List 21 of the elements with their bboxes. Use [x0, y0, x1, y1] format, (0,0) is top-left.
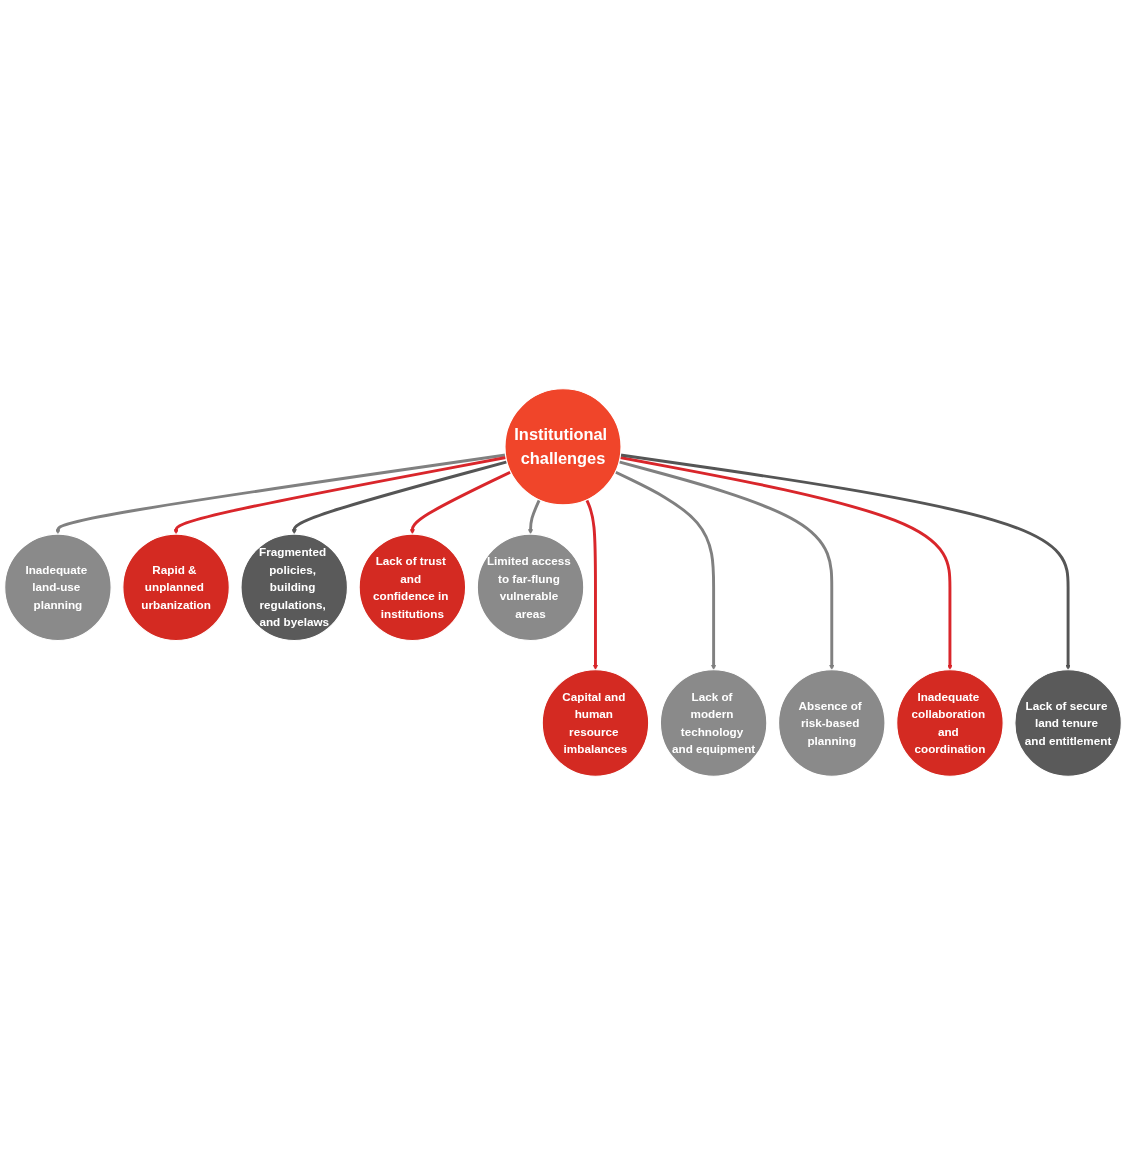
- node-circle: Lack of trust and confidence in institutions: [358, 533, 467, 642]
- arrow: [620, 453, 1071, 670]
- node-circle: Fragmented policies, building regulations, and byelaws: [240, 533, 349, 642]
- node-circle: Institutional challenges: [504, 388, 622, 506]
- arrow: [527, 499, 541, 535]
- node-circle: Lack of modern technology and equipment: [659, 669, 768, 777]
- node-circle: Limited access to far-flung vulnerable areas: [476, 533, 585, 642]
- arrow: [618, 460, 835, 670]
- node-circle: Capital and human resource imbalances: [541, 669, 650, 777]
- node-circle: Inadequate collaboration and coordination: [896, 669, 1004, 777]
- node-circle: Inadequate land-use planning: [4, 533, 112, 642]
- node-circle: Absence of risk-based planning: [777, 669, 886, 777]
- arrow: [409, 470, 512, 535]
- node-circle: Lack of secure land tenure and entitlement: [1014, 669, 1122, 777]
- arrow: [619, 456, 953, 670]
- arrow: [55, 453, 506, 535]
- arrow: [291, 460, 508, 535]
- node-circle: Rapid & unplanned urbanization: [122, 533, 230, 642]
- arrow: [614, 470, 717, 670]
- arrow: [173, 456, 507, 535]
- arrow: [585, 499, 599, 670]
